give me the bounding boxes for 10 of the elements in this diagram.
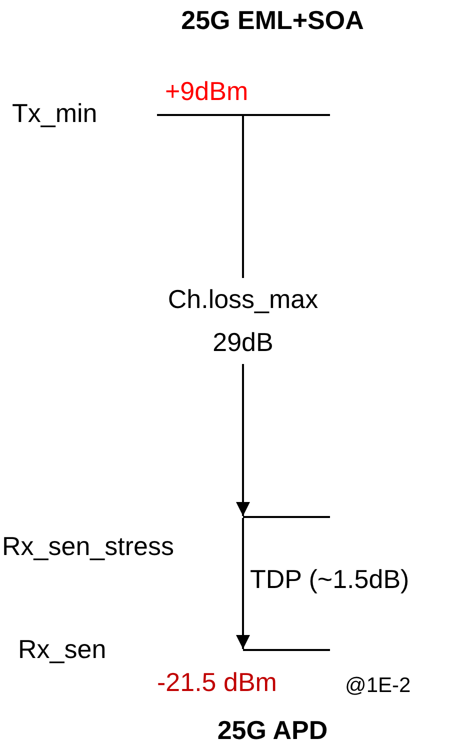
level-name: Rx_sen_stress [2,532,174,561]
power-value: +9dBm [165,77,248,106]
level-name: Rx_sen [18,635,106,664]
edge-label: TDP (~1.5dB) [250,563,410,596]
power-value: -21.5 dBm [157,668,277,697]
level-name: Tx_min [12,99,98,128]
arrow [236,518,250,649]
power-value: @1E-2 [345,674,411,698]
caption: 25G APD [216,716,329,745]
title: 25G EML+SOA [180,6,365,35]
